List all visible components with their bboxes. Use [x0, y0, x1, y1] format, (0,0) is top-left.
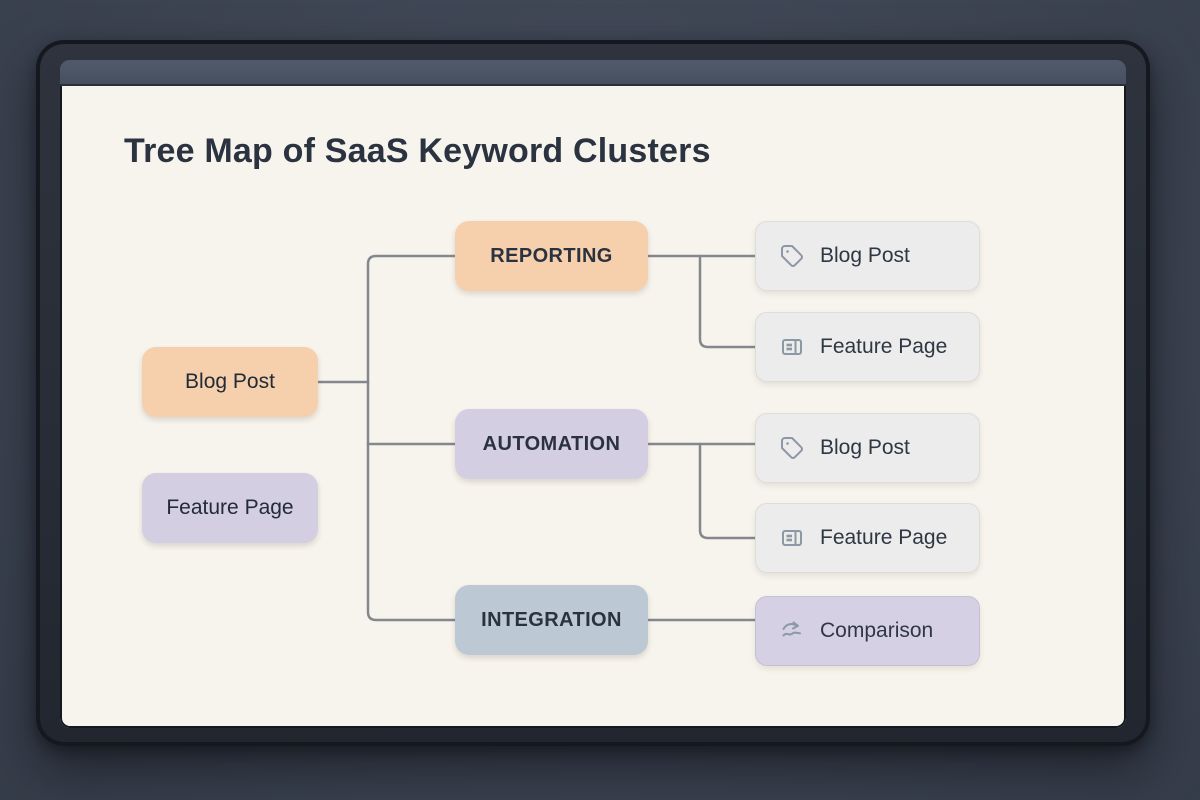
compare-arrows-icon — [782, 621, 801, 637]
node-cluster-reporting: REPORTING — [455, 221, 648, 291]
connector-trunk-reporting — [366, 254, 457, 384]
node-label: Blog Post — [185, 370, 275, 393]
node-label: INTEGRATION — [481, 608, 622, 631]
node-root-blog-post: Blog Post — [142, 347, 318, 417]
node-label: Comparison — [820, 619, 934, 642]
node-leaf-automation-feature-page: Feature Page — [755, 503, 980, 573]
connector-reporting-featurepage — [698, 254, 757, 349]
node-leaf-reporting-blog-post: Blog Post — [755, 221, 980, 291]
screen: Tree Map of SaaS Keyword Clusters Blog P… — [60, 60, 1126, 728]
layout-icon — [782, 339, 802, 355]
node-leaf-reporting-feature-page: Feature Page — [755, 312, 980, 382]
connector-automation-featurepage — [698, 442, 757, 540]
tag-icon — [781, 245, 803, 267]
page-title: Tree Map of SaaS Keyword Clusters — [124, 132, 711, 170]
connector-lines — [316, 254, 757, 622]
connector-trunk-automation — [366, 380, 457, 446]
node-cluster-integration: INTEGRATION — [455, 585, 648, 655]
tablet-frame: Tree Map of SaaS Keyword Clusters Blog P… — [36, 40, 1150, 746]
connector-trunk-integration — [366, 442, 457, 622]
layout-icon — [782, 530, 802, 546]
node-label: Feature Page — [820, 526, 948, 549]
node-label: REPORTING — [490, 244, 613, 267]
node-standalone-feature-page: Feature Page — [142, 473, 318, 543]
node-label: AUTOMATION — [482, 432, 621, 455]
node-leaf-integration-comparison: Comparison — [755, 596, 980, 666]
node-label: Blog Post — [820, 436, 910, 459]
node-leaf-automation-blog-post: Blog Post — [755, 413, 980, 483]
node-cluster-automation: AUTOMATION — [455, 409, 648, 479]
screen-top-strip — [60, 60, 1126, 86]
tag-icon — [781, 437, 803, 459]
node-label: Feature Page — [166, 496, 294, 519]
node-label: Feature Page — [820, 335, 948, 358]
node-label: Blog Post — [820, 244, 910, 267]
